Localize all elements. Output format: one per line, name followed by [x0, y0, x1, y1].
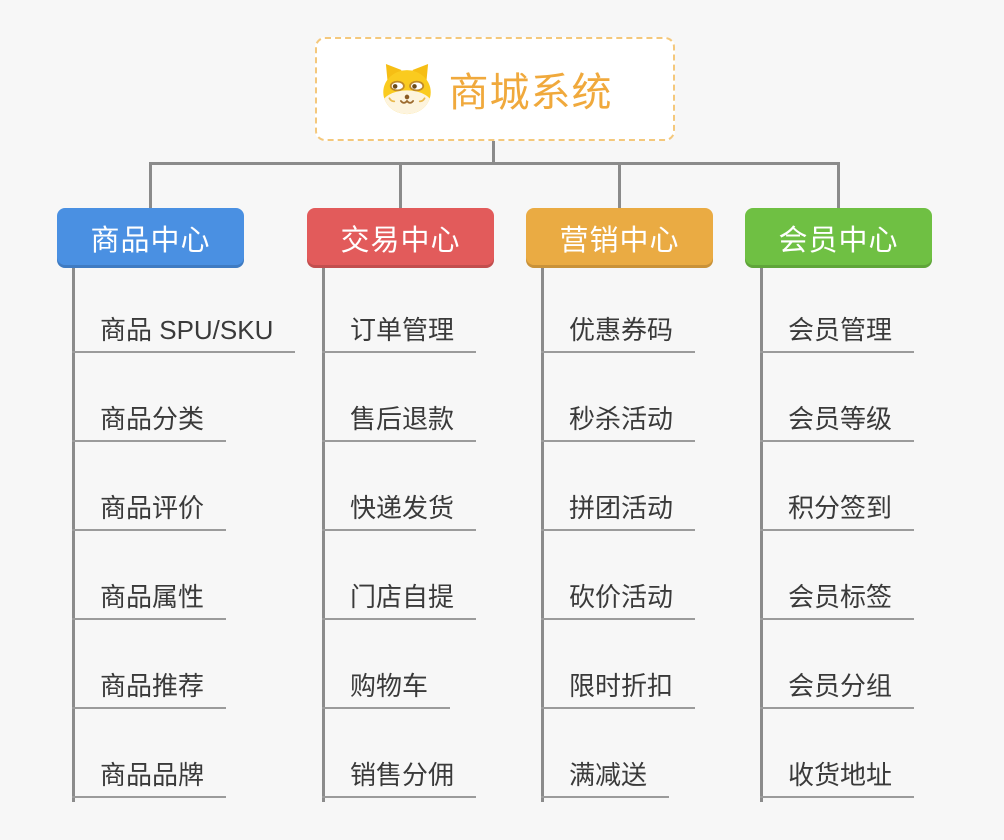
- leaf-node[interactable]: 优惠券码: [541, 313, 696, 353]
- branch-node-product-center[interactable]: 商品中心: [57, 208, 244, 268]
- leaf-node[interactable]: 门店自提: [322, 580, 477, 620]
- root-title: 商城系统: [448, 71, 613, 115]
- branch-marketing-center: 营销中心 优惠券码 秒杀活动 拼团活动 砍价活动 限时折扣 满减送: [526, 208, 786, 818]
- leaf-node[interactable]: 销售分佣: [322, 758, 477, 798]
- connector-bus-line: [149, 162, 840, 165]
- connector-stub-trade: [399, 163, 402, 208]
- connector-root-drop: [492, 141, 495, 164]
- branch-trunk-line: [72, 268, 75, 802]
- branch-trunk-line: [541, 268, 544, 802]
- connector-stub-product: [149, 163, 152, 208]
- leaf-node[interactable]: 商品分类: [72, 402, 227, 442]
- leaf-node[interactable]: 快递发货: [322, 491, 477, 531]
- leaf-node[interactable]: 商品评价: [72, 491, 227, 531]
- leaf-node[interactable]: 收货地址: [760, 758, 915, 798]
- leaf-node[interactable]: 售后退款: [322, 402, 477, 442]
- branch-trunk-line: [322, 268, 325, 802]
- leaf-node[interactable]: 秒杀活动: [541, 402, 696, 442]
- leaf-node[interactable]: 砍价活动: [541, 580, 696, 620]
- leaf-node[interactable]: 会员分组: [760, 669, 915, 709]
- dog-face-icon: [382, 63, 431, 114]
- leaf-node[interactable]: 商品 SPU/SKU: [72, 313, 296, 353]
- leaf-node[interactable]: 订单管理: [322, 313, 477, 353]
- leaf-node[interactable]: 商品属性: [72, 580, 227, 620]
- leaf-node[interactable]: 积分签到: [760, 491, 915, 531]
- leaf-node[interactable]: 拼团活动: [541, 491, 696, 531]
- leaf-node[interactable]: 商品推荐: [72, 669, 227, 709]
- leaf-node[interactable]: 商品品牌: [72, 758, 227, 798]
- leaf-node[interactable]: 会员管理: [760, 313, 915, 353]
- branch-trade-center: 交易中心 订单管理 售后退款 快递发货 门店自提 购物车 销售分佣: [307, 208, 567, 818]
- branch-trunk-line: [760, 268, 763, 802]
- branch-node-member-center[interactable]: 会员中心: [745, 208, 932, 268]
- leaf-node[interactable]: 购物车: [322, 669, 451, 709]
- branch-node-marketing-center[interactable]: 营销中心: [526, 208, 713, 268]
- leaf-node[interactable]: 会员标签: [760, 580, 915, 620]
- branch-product-center: 商品中心 商品 SPU/SKU 商品分类 商品评价 商品属性 商品推荐 商品品牌: [57, 208, 317, 818]
- branch-node-trade-center[interactable]: 交易中心: [307, 208, 494, 268]
- root-node[interactable]: 商城系统: [315, 37, 675, 141]
- leaf-node[interactable]: 满减送: [541, 758, 670, 798]
- leaf-node[interactable]: 会员等级: [760, 402, 915, 442]
- leaf-node[interactable]: 限时折扣: [541, 669, 696, 709]
- branch-member-center: 会员中心 会员管理 会员等级 积分签到 会员标签 会员分组 收货地址: [745, 208, 1004, 818]
- connector-stub-marketing: [618, 163, 621, 208]
- connector-stub-member: [837, 163, 840, 208]
